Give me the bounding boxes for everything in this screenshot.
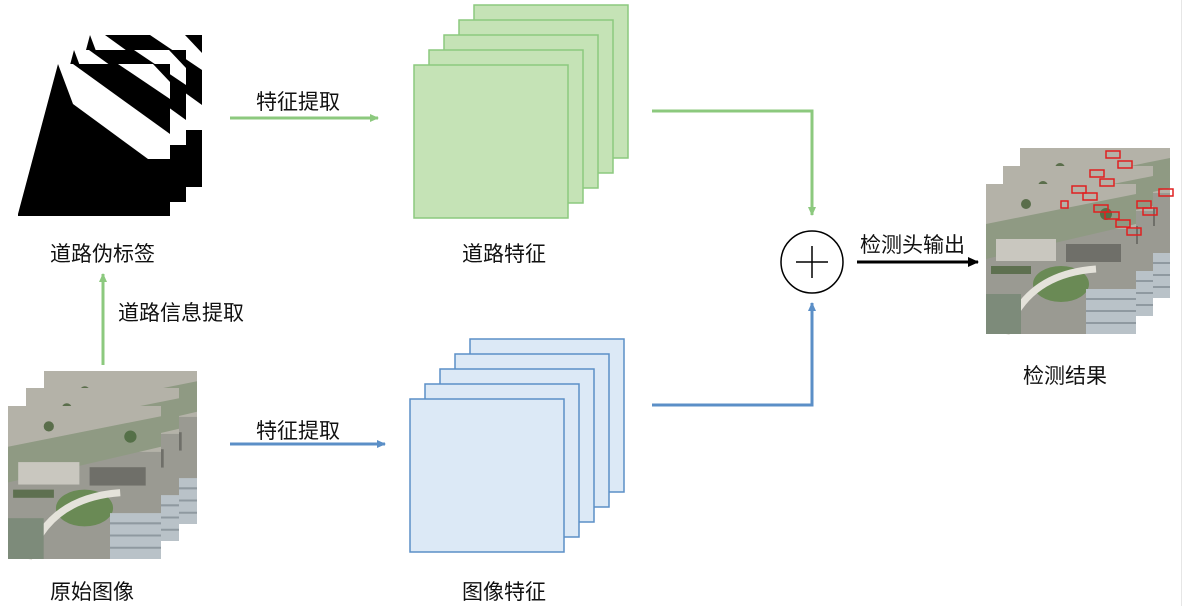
label-road-pseudo-label: 道路伪标签 (50, 242, 155, 266)
road-pseudo-label-stack (18, 35, 202, 216)
label-detection-result: 检测结果 (1023, 364, 1107, 388)
right-edge-divider (1181, 0, 1182, 606)
detection-result-stack (986, 148, 1174, 334)
detection-boxes (1060, 150, 1174, 236)
label-image-features: 图像特征 (462, 580, 546, 604)
circle-plus-icon (780, 230, 844, 294)
arrow-road-features-to-fusion (652, 109, 816, 216)
label-feature-extraction-top: 特征提取 (256, 90, 340, 114)
label-original-image: 原始图像 (50, 580, 134, 604)
label-feature-extraction-bottom: 特征提取 (256, 419, 340, 443)
label-road-info-extraction: 道路信息提取 (118, 301, 244, 325)
road-features-stack (413, 4, 629, 219)
label-road-features: 道路特征 (462, 242, 546, 266)
arrow-image-features-to-fusion (652, 302, 816, 407)
label-detection-head-output: 检测头输出 (860, 233, 965, 257)
image-features-stack (409, 338, 625, 553)
original-image-stack (8, 371, 197, 559)
